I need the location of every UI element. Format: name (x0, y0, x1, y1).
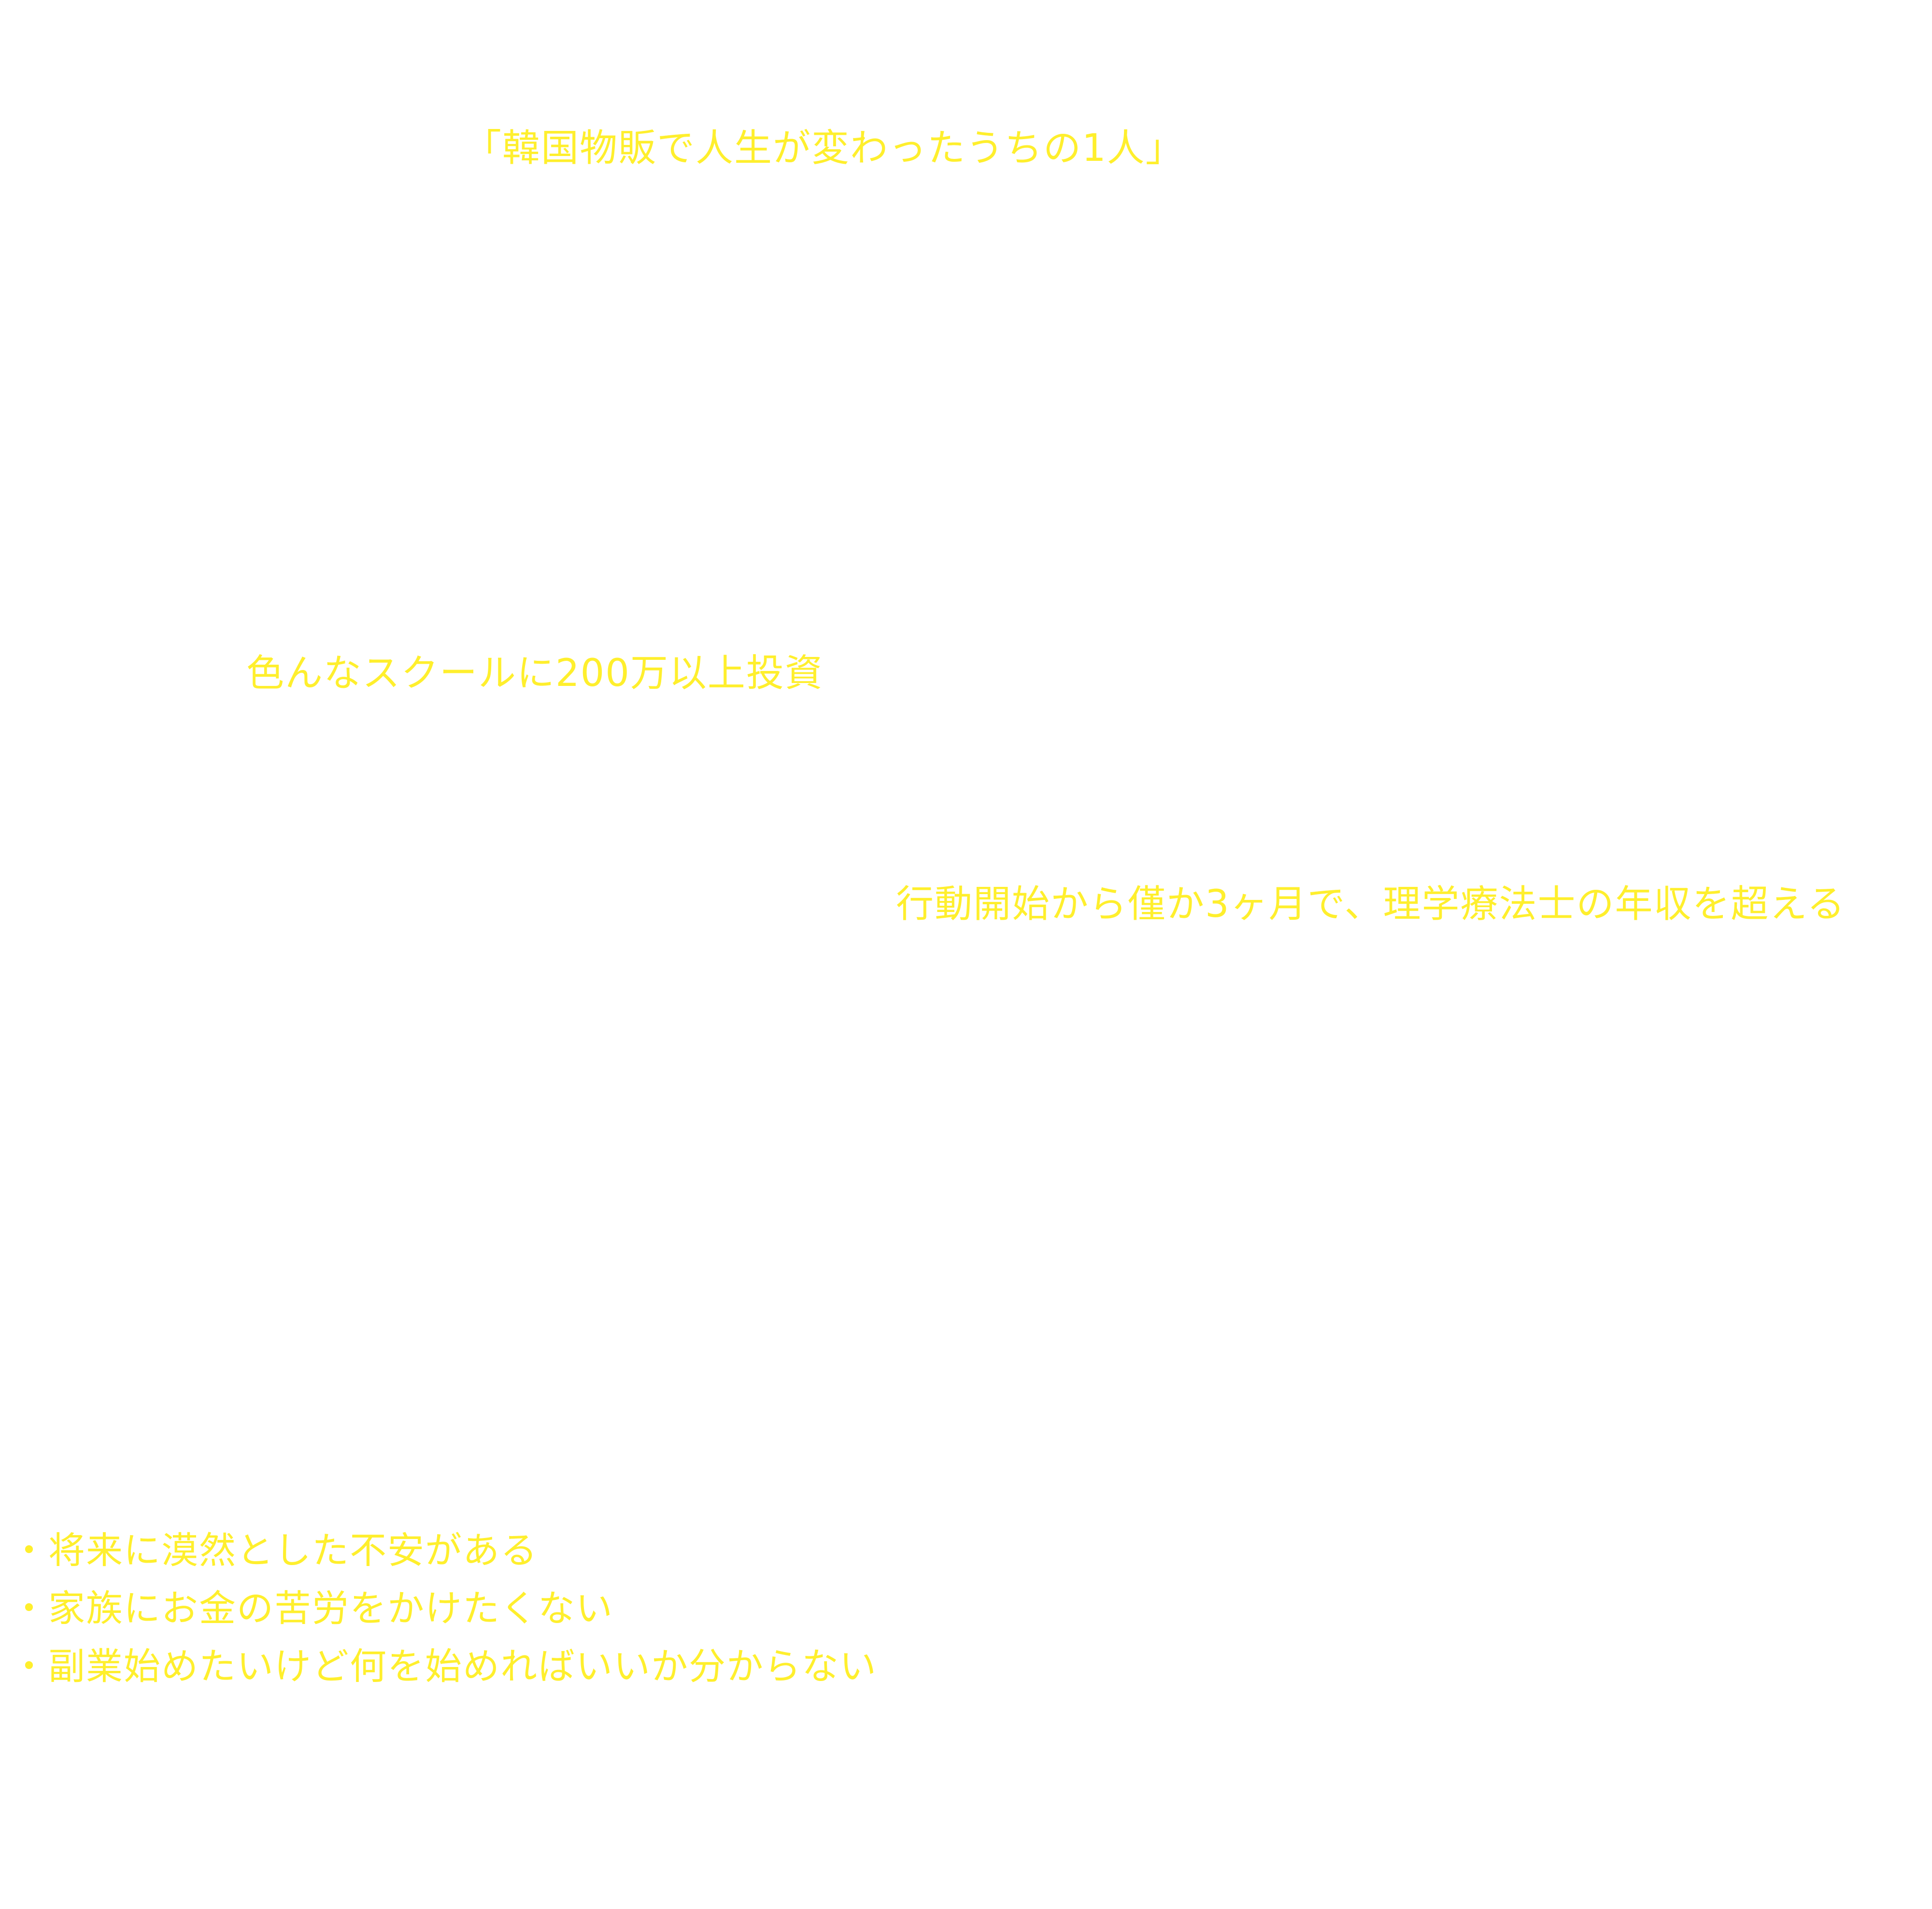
list-item: ・将来に漠然とした不安がある (11, 1529, 538, 1572)
headline-text: 「韓国物販で人生が変わったうちの1人」 (464, 127, 1184, 170)
result-text: 行動開始から僅か3ヶ月で、理学療法士の年収を超える (896, 883, 1846, 926)
list-item: ・家族にお金の苦労をかけたくない (11, 1587, 613, 1630)
list-item: ・副業始めたいけど何を始めればいいか分からない (11, 1645, 877, 1688)
school-investment-text: 色んなスクールに200万以上投資 (246, 652, 824, 695)
worries-list: ・将来に漠然とした不安がある ・家族にお金の苦労をかけたくない ・副業始めたいけ… (11, 1522, 877, 1695)
